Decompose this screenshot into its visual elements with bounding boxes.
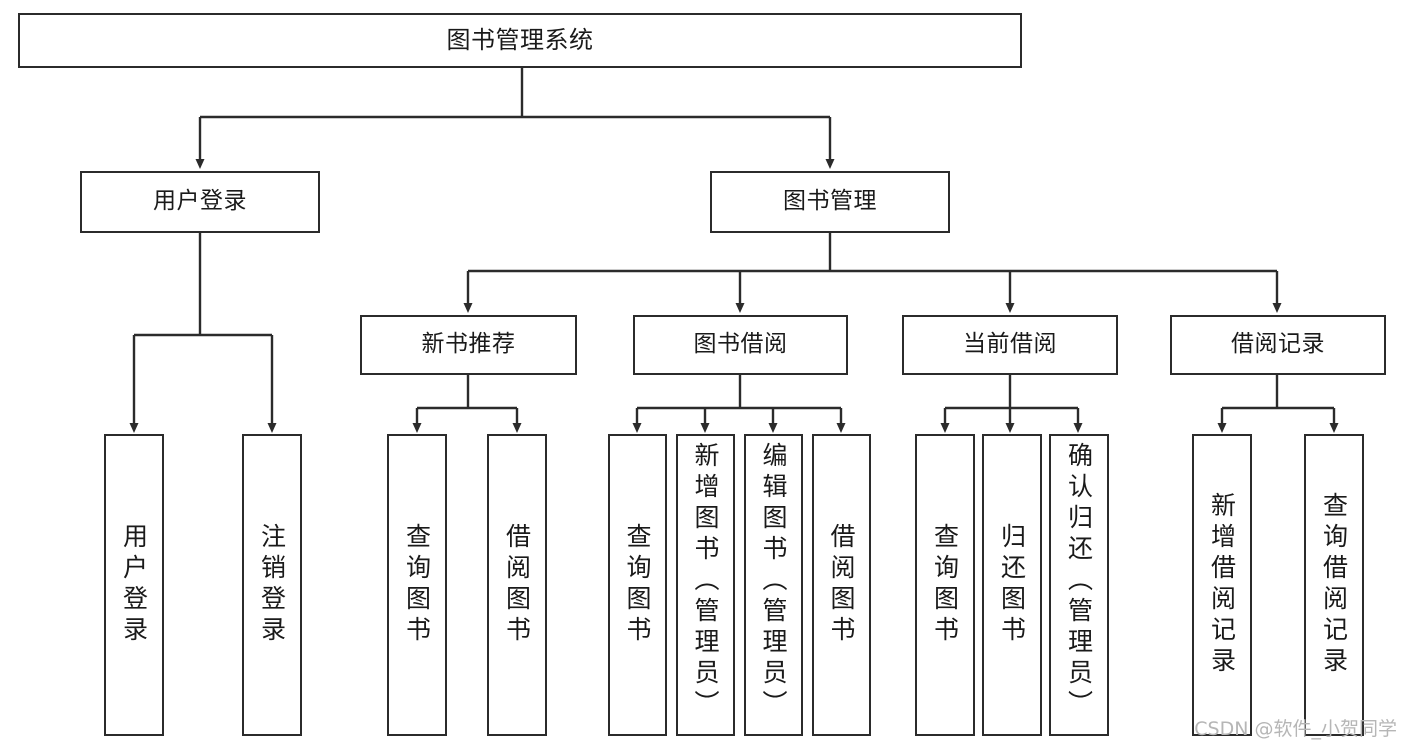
leaf-bb-edit-book-admin[interactable]: 编辑图书（管理员）: [744, 434, 803, 736]
node-label: 确认归还（管理员）: [1064, 442, 1094, 721]
node-book-management[interactable]: 图书管理: [710, 171, 950, 233]
csdn-watermark: CSDN @软件_小贺同学: [1194, 718, 1397, 740]
leaf-bb-query-book[interactable]: 查询图书: [608, 434, 667, 736]
node-label: 查询借阅记录: [1319, 492, 1349, 678]
leaf-nb-borrow-book[interactable]: 借阅图书: [487, 434, 547, 736]
node-label: 借阅记录: [1231, 331, 1325, 358]
node-root-system[interactable]: 图书管理系统: [18, 13, 1022, 68]
node-label: 图书管理: [783, 188, 877, 215]
node-label: 图书管理系统: [446, 26, 594, 55]
node-label: 借阅图书: [827, 523, 856, 647]
node-label: 编辑图书（管理员）: [759, 442, 788, 721]
leaf-user-login[interactable]: 用户登录: [104, 434, 164, 736]
node-label: 查询图书: [402, 523, 432, 647]
node-book-borrow[interactable]: 图书借阅: [633, 315, 848, 375]
node-user-login[interactable]: 用户登录: [80, 171, 320, 233]
leaf-nb-query-book[interactable]: 查询图书: [387, 434, 447, 736]
leaf-bb-borrow-book[interactable]: 借阅图书: [812, 434, 871, 736]
node-label: 图书借阅: [693, 331, 788, 358]
leaf-cb-return-book[interactable]: 归还图书: [982, 434, 1042, 736]
node-label: 归还图书: [997, 523, 1027, 647]
node-label: 借阅图书: [502, 523, 532, 647]
leaf-cb-query-book[interactable]: 查询图书: [915, 434, 975, 736]
node-borrow-record[interactable]: 借阅记录: [1170, 315, 1386, 375]
leaf-br-query-record[interactable]: 查询借阅记录: [1304, 434, 1364, 736]
leaf-bb-add-book-admin[interactable]: 新增图书（管理员）: [676, 434, 735, 736]
node-label: 新增借阅记录: [1207, 492, 1237, 678]
leaf-br-add-record[interactable]: 新增借阅记录: [1192, 434, 1252, 736]
node-label: 新书推荐: [421, 331, 516, 358]
node-label: 注销登录: [257, 523, 287, 647]
leaf-logout[interactable]: 注销登录: [242, 434, 302, 736]
node-label: 用户登录: [119, 523, 149, 647]
node-label: 新增图书（管理员）: [691, 442, 720, 721]
leaf-cb-confirm-return-admin[interactable]: 确认归还（管理员）: [1049, 434, 1109, 736]
node-new-book-recommend[interactable]: 新书推荐: [360, 315, 577, 375]
node-label: 用户登录: [153, 188, 247, 215]
node-label: 查询图书: [930, 523, 960, 647]
node-label: 当前借阅: [963, 331, 1057, 358]
node-current-borrow[interactable]: 当前借阅: [902, 315, 1118, 375]
node-label: 查询图书: [623, 523, 652, 647]
